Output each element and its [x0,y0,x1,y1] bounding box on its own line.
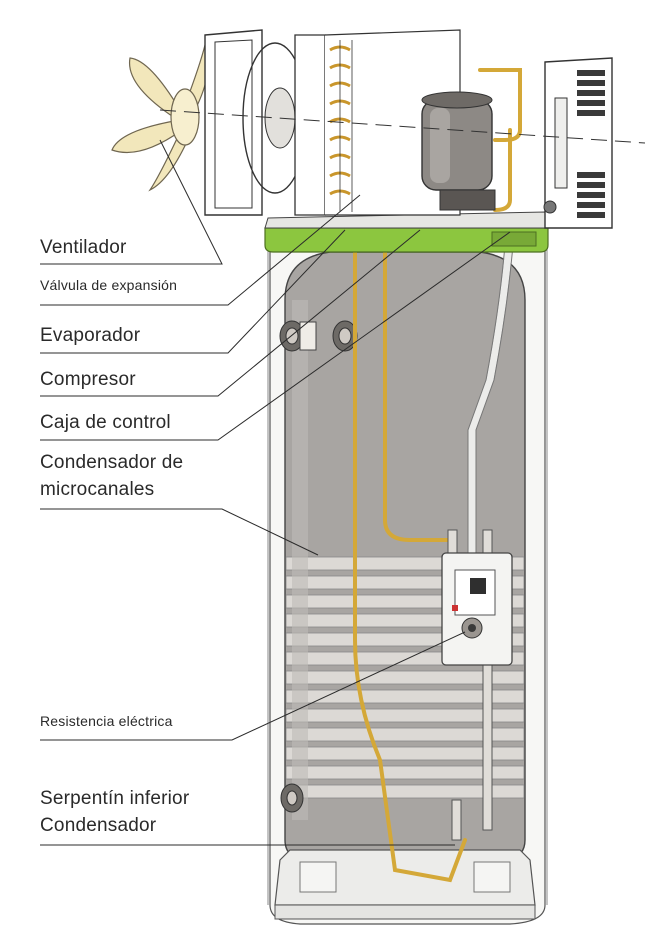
leader-lines [40,139,511,846]
fan-blades [111,43,209,192]
fan-shroud [204,29,308,216]
label-evaporador: Evaporador [40,325,141,346]
pipe-fittings [279,320,358,813]
label-serpentin-line1: Serpentín inferior [40,788,190,809]
label-valvula-expansion: Válvula de expansión [40,277,178,293]
axis-line [159,109,646,144]
control-box-lower [441,552,513,666]
copper-tubing [353,63,522,883]
label-compresor: Compresor [40,369,136,390]
compressor [421,91,496,211]
label-condensador-line1: Condensador de [40,452,184,473]
top-ring [264,227,549,253]
label-caja-control: Caja de control [40,412,171,433]
control-panel-upper [543,57,613,229]
label-resistencia: Resistencia eléctrica [40,713,173,729]
label-serpentin-line2: Condensador [40,815,157,836]
label-condensador-line2: microcanales [40,479,155,500]
base [274,849,536,920]
label-ventilador: Ventilador [40,237,127,258]
